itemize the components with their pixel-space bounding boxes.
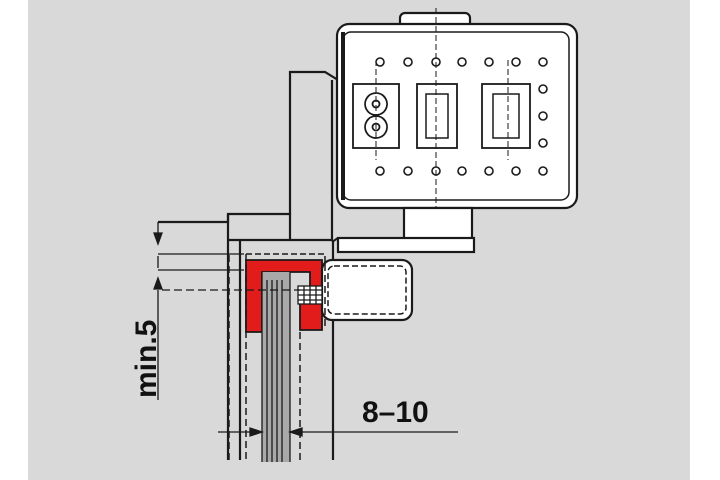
glass-clamp-profile — [245, 253, 414, 333]
mounting-plate — [331, 206, 476, 254]
screw-cross-section — [364, 60, 388, 160]
vertical-dimension — [153, 222, 300, 400]
hinge-hole — [538, 57, 548, 67]
vertical-dimension-label: min.5 — [130, 320, 163, 398]
hinge-hole — [538, 166, 548, 176]
hinge-hole — [484, 57, 494, 67]
hinge-hole — [403, 166, 413, 176]
cutout-right-outer — [481, 83, 531, 149]
clamp-screw — [297, 285, 323, 305]
hinge-hole — [538, 111, 548, 121]
hinge-hole — [403, 57, 413, 67]
hinge-hole — [431, 57, 441, 67]
clamp-block — [320, 258, 414, 322]
horizontal-dimension — [218, 427, 458, 437]
hinge-hole — [457, 57, 467, 67]
frame-profile — [158, 70, 339, 460]
horizontal-dimension-label: 8–10 — [362, 396, 429, 429]
hinge-hole — [375, 166, 385, 176]
hinge-body — [335, 8, 579, 250]
hinge-hole — [538, 138, 548, 148]
hinge-hole — [511, 166, 521, 176]
hinge-hole — [457, 166, 467, 176]
hinge-hole — [511, 57, 521, 67]
cutout-middle-inner — [425, 93, 449, 139]
hinge-hole-pattern — [375, 57, 548, 176]
hinge-hole — [431, 166, 441, 176]
cutout-middle-outer — [416, 83, 458, 149]
hinge-hole — [484, 166, 494, 176]
hinge-hole — [538, 84, 548, 94]
glass-panel — [261, 272, 291, 462]
cutout-right-inner — [492, 93, 520, 139]
